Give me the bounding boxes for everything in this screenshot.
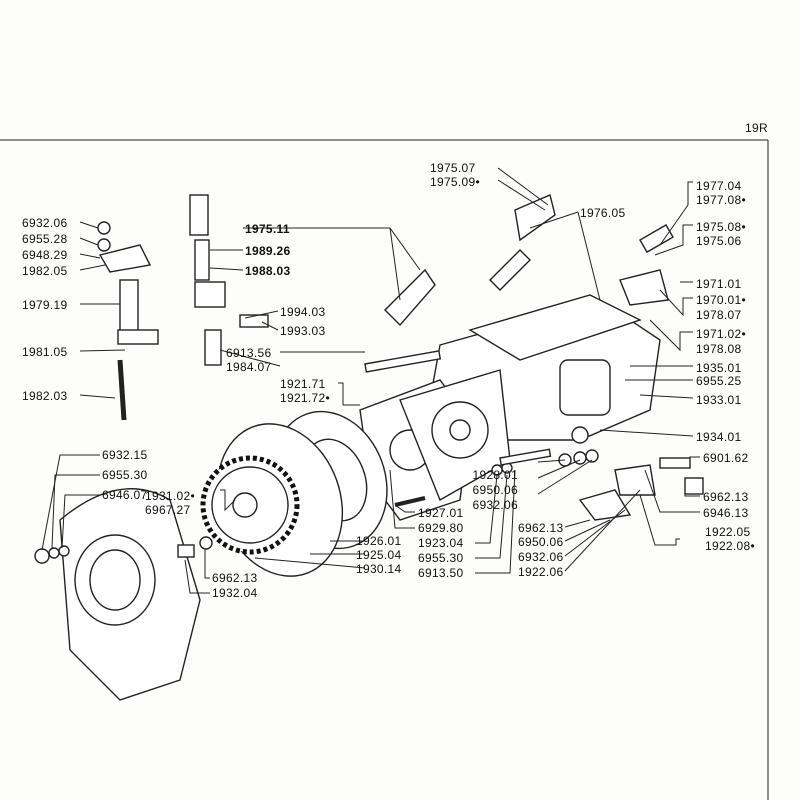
drive-flange [399, 369, 511, 502]
leader-lines [41, 167, 700, 594]
engine-housing [59, 488, 201, 701]
label-1925-04: 1925.04 [356, 548, 402, 562]
label-1978-07: 1978.07 [696, 308, 742, 322]
timing-gear [200, 455, 300, 555]
label-1930-14: 1930.14 [356, 562, 402, 576]
label-6962-13: 6962.13 [518, 521, 564, 535]
label-1934-01: 1934.01 [696, 430, 742, 444]
label-1981-05: 1981.05 [22, 345, 68, 359]
label-1994-03: 1994.03 [280, 305, 326, 319]
label-1921-71: 1921.71 [280, 377, 326, 391]
label-1971-01: 1971.01 [696, 277, 742, 291]
label-6955-28: 6955.28 [22, 232, 68, 246]
label-6955-25: 6955.25 [696, 374, 742, 388]
label-1989-26: 1989.26 [245, 244, 291, 258]
label-1922-06: 1922.06 [518, 565, 564, 579]
label-6955-30: 6955.30 [102, 468, 148, 482]
label-6946-07: 6946.07 [102, 488, 148, 502]
label-6913-50: 6913.50 [418, 566, 464, 580]
label-1977-04: 1977.04 [696, 179, 742, 193]
label-1922-08: 1922.08• [705, 539, 755, 553]
label-6913-56: 6913.56 [226, 346, 272, 360]
label-6929-80: 6929.80 [418, 521, 464, 535]
label-1975-09: 1975.09• [430, 175, 480, 189]
label-6901-62: 6901.62 [703, 451, 749, 465]
label-1978-08: 1978.08 [696, 342, 742, 356]
label-1928-01: 1928.01 [473, 468, 519, 482]
label-6932-15: 6932.15 [102, 448, 148, 462]
label-1988-03: 1988.03 [245, 264, 291, 278]
label-1993-03: 1993.03 [280, 324, 326, 338]
label-1970-01: 1970.01• [696, 293, 746, 307]
label-6955-30: 6955.30 [418, 551, 464, 565]
label-1975-08: 1975.08• [696, 220, 746, 234]
label-6932-06: 6932.06 [22, 216, 68, 230]
small-parts [34, 194, 704, 564]
label-6967-27: 6967.27 [145, 503, 191, 517]
label-1975-07: 1975.07 [430, 161, 476, 175]
label-1977-08: 1977.08• [696, 193, 746, 207]
label-6932-06: 6932.06 [473, 498, 519, 512]
page-number: 19R [745, 121, 768, 135]
label-6962-13: 6962.13 [212, 571, 258, 585]
label-6950-06: 6950.06 [473, 483, 519, 497]
label-1935-01: 1935.01 [696, 361, 742, 375]
label-1982-03: 1982.03 [22, 389, 68, 403]
label-6932-06: 6932.06 [518, 550, 564, 564]
label-1926-01: 1926.01 [356, 534, 402, 548]
label-1931-02: 1931.02• [145, 489, 195, 503]
label-1982-05: 1982.05 [22, 264, 68, 278]
label-6950-06: 6950.06 [518, 535, 564, 549]
label-6946-13: 6946.13 [703, 506, 749, 520]
label-1975-11: 1975.11 [245, 222, 290, 236]
part-number-labels: 1975.07 1975.09• 1976.05 1977.04 1977.08… [22, 161, 755, 600]
label-1927-01: 1927.01 [418, 506, 464, 520]
label-1921-72: 1921.72• [280, 391, 330, 405]
label-1922-05: 1922.05 [705, 525, 751, 539]
label-1984-07: 1984.07 [226, 360, 272, 374]
label-6962-13: 6962.13 [703, 490, 749, 504]
label-1932-04: 1932.04 [212, 586, 258, 600]
label-1976-05: 1976.05 [580, 206, 626, 220]
label-1923-04: 1923.04 [418, 536, 464, 550]
label-6948-29: 6948.29 [22, 248, 68, 262]
label-1979-19: 1979.19 [22, 298, 68, 312]
label-1975-06: 1975.06 [696, 234, 742, 248]
label-1971-02: 1971.02• [696, 327, 746, 341]
label-1933-01: 1933.01 [696, 393, 742, 407]
